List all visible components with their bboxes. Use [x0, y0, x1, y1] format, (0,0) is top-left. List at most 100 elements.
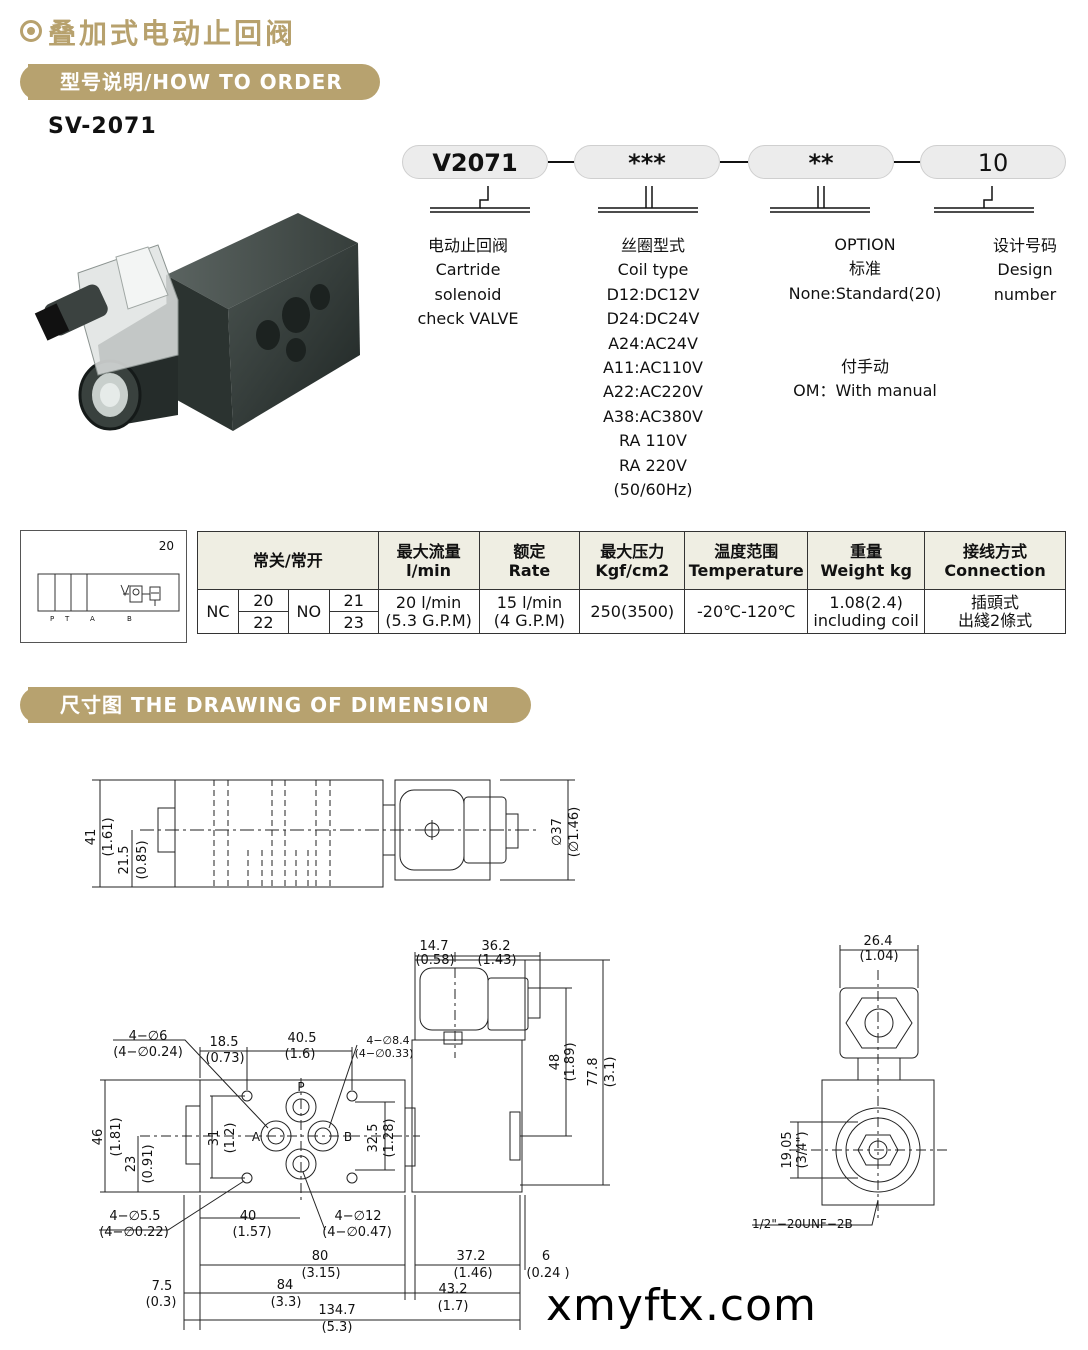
- dim-d37: ∅37: [550, 818, 565, 846]
- symbol-number: 20: [158, 539, 174, 553]
- table-row: 22 23: [198, 611, 1066, 634]
- dim-19-05: 19.05: [780, 1131, 795, 1168]
- valve-product-photo: [34, 213, 360, 431]
- cell-rate: 15 l/min(4 G.P.M): [478, 589, 581, 634]
- dim-43-2: 43.2: [439, 1282, 468, 1297]
- dim-315: (3.15): [301, 1266, 340, 1281]
- thread-label: 1/2"−20UNF−2B: [752, 1217, 853, 1231]
- dim-134-7: 134.7: [318, 1303, 355, 1318]
- dim-40-5: 40.5: [288, 1031, 317, 1046]
- dim-091: (0.91): [141, 1144, 156, 1183]
- code-part-option: **: [748, 145, 894, 179]
- dim-31: 31: [207, 1130, 222, 1147]
- dim-085: (0.85): [135, 840, 150, 879]
- desc-coil: 丝圈型式 Coil type D12:DC12V D24:DC24V A24:A…: [602, 236, 703, 500]
- header-nc-no: 常关/常开: [197, 531, 379, 590]
- cell-connection: 插頭式出綫2條式: [924, 589, 1066, 634]
- model-number: SV-2071: [48, 114, 157, 139]
- dim-6: 6: [542, 1249, 550, 1264]
- page-title: 叠加式电动止回阀: [20, 12, 296, 52]
- cell-nc-1: 20: [237, 589, 289, 612]
- dim-4x047: (4−∅0.47): [322, 1225, 392, 1240]
- cell-weight: 1.08(2.4)including coil: [807, 589, 926, 634]
- dim-146b: (1.46): [453, 1266, 492, 1281]
- desc-manual: 付手动 OM：With manual: [793, 357, 937, 401]
- dim-84: 84: [277, 1278, 294, 1293]
- dim-4x12: 4−∅12: [334, 1209, 381, 1224]
- dim-17: (1.7): [438, 1299, 469, 1314]
- desc-option: OPTION 标准 None:Standard(20): [788, 235, 942, 303]
- dim-37-2: 37.2: [457, 1249, 486, 1264]
- port-label-a: A: [90, 615, 95, 623]
- dim-80: 80: [312, 1249, 329, 1264]
- dim-48: 48: [548, 1054, 563, 1071]
- port-p: P: [297, 1080, 304, 1094]
- dim-18-5: 18.5: [210, 1035, 239, 1050]
- dim-14-7: 14.7: [420, 939, 449, 954]
- dim-104: (1.04): [859, 949, 898, 964]
- desc-type: 电动止回阀 Cartride solenoid check VALVE: [417, 236, 519, 329]
- code-bracket: [598, 186, 698, 213]
- dim-12: (1.2): [223, 1123, 238, 1154]
- dim-34: (3/4"): [795, 1131, 810, 1168]
- cell-nc: NC: [197, 589, 239, 634]
- code-bracket: [934, 186, 1034, 213]
- port-label-b: B: [127, 615, 132, 623]
- dim-4x022: (4−∅0.22): [99, 1225, 169, 1240]
- dim-4x6: 4−∅6: [129, 1029, 168, 1044]
- code-part-design: 10: [920, 145, 1066, 179]
- dim-16: (1.6): [285, 1047, 316, 1062]
- dim-46: 46: [91, 1129, 106, 1146]
- dim-53: (5.3): [322, 1320, 353, 1335]
- dim-157: (1.57): [232, 1225, 271, 1240]
- dim-33: (3.3): [271, 1295, 302, 1310]
- dim-4x5-5: 4−∅5.5: [109, 1209, 160, 1224]
- cell-temperature: -20℃-120℃: [684, 589, 809, 634]
- dim-32-5: 32.5: [366, 1124, 381, 1153]
- code-part-model: V2071: [402, 145, 548, 179]
- dim-40: 40: [240, 1209, 257, 1224]
- watermark-text: xmyftx.com: [546, 1280, 817, 1331]
- dimension-drawing: 41 (1.61) 21.5 (0.85) ∅37 (∅1.46) 14.7 (…: [84, 779, 950, 1335]
- cell-no-2: 23: [328, 611, 379, 634]
- dim-d146: (∅1.46): [567, 807, 582, 857]
- port-label-t: T: [65, 615, 70, 623]
- target-bullet-icon: [20, 20, 42, 42]
- dim-36-2: 36.2: [482, 939, 511, 954]
- dim-189: (1.89): [563, 1042, 578, 1081]
- table-row: NC 20 NO 21 20 l/min(5.3 G.P.M) 15 l/min…: [197, 589, 1066, 634]
- code-bracket: [770, 186, 870, 213]
- dim-181: (1.81): [109, 1117, 124, 1156]
- hydraulic-symbol: 20 P T A B: [20, 530, 187, 643]
- dim-31b: (3.1): [603, 1057, 618, 1088]
- dim-024: (0.24 ): [526, 1266, 569, 1281]
- code-bracket: [430, 186, 530, 213]
- code-dash: [894, 161, 920, 163]
- dim-4x033: (4−∅0.33): [355, 1047, 414, 1060]
- cell-flow: 20 l/min(5.3 G.P.M): [377, 589, 480, 634]
- order-banner: 型号说明/HOW TO ORDER: [28, 64, 380, 100]
- dim-058: (0.58): [415, 953, 454, 968]
- dim-23: 23: [124, 1156, 139, 1173]
- code-dash: [720, 161, 748, 163]
- port-b: B: [344, 1130, 352, 1144]
- code-dash: [548, 161, 574, 163]
- dimension-banner: 尺寸图 THE DRAWING OF DIMENSION: [28, 687, 531, 723]
- dim-77-8: 77.8: [586, 1058, 601, 1087]
- dim-21-5: 21.5: [117, 846, 132, 875]
- cell-pressure: 250(3500): [579, 589, 686, 634]
- valve-symbol-icon: [37, 573, 180, 612]
- dim-03: (0.3): [146, 1295, 177, 1310]
- dim-4x8-4: 4−∅8.4: [366, 1034, 409, 1047]
- dim-7-5: 7.5: [152, 1279, 173, 1294]
- dim-26-4: 26.4: [864, 934, 893, 949]
- dim-128: (1.28): [382, 1118, 397, 1157]
- dim-143: (1.43): [477, 953, 516, 968]
